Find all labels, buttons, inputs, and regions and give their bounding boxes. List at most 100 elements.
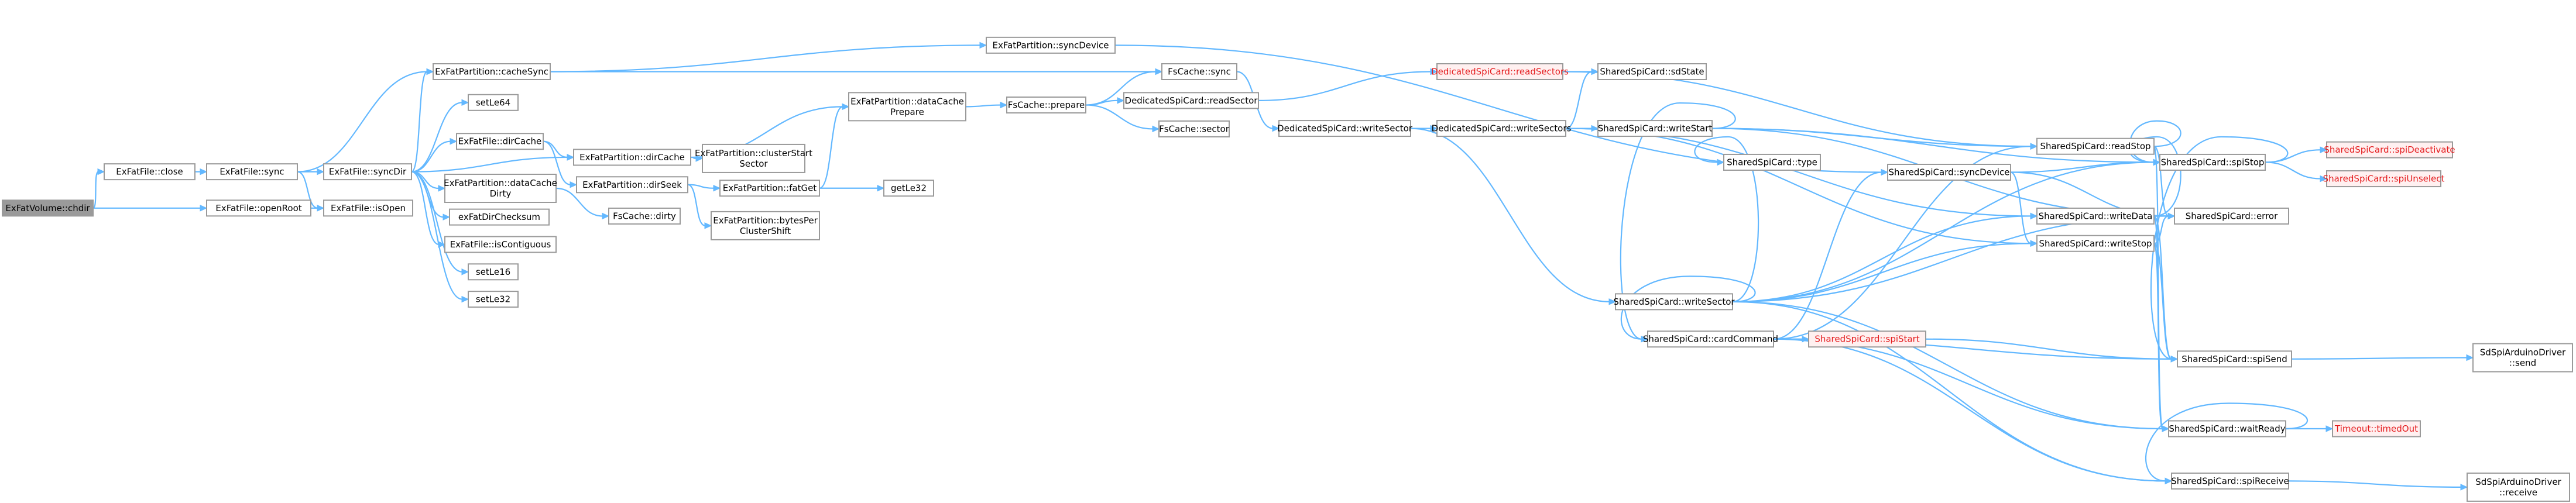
node-fscache-sector[interactable]: FsCache::sector [1158, 120, 1230, 137]
edge-n25-n28 [1258, 68, 1438, 101]
edge-line [965, 104, 1001, 108]
edge-arrowhead [2030, 212, 2038, 220]
node-sdspiarduinodriver-send[interactable]: SdSpiArduinoDriver::send [2472, 343, 2573, 373]
node-exfatpartition-cachesync[interactable]: ExFatPartition::cacheSync [433, 63, 551, 80]
node-exfatdirchecksum[interactable]: exFatDirChecksum [449, 208, 550, 226]
node-box [2177, 350, 2292, 368]
node-sharedspicard-spiunselect[interactable]: SharedSpiCard::spiUnselect [2323, 170, 2445, 188]
node-box [1006, 97, 1086, 114]
node-fscache-sync[interactable]: FsCache::sync [1161, 63, 1237, 80]
node-sharedspicard-spistart[interactable]: SharedSpiCard::spiStart [1808, 330, 1926, 348]
edge-n5-n13 [411, 171, 469, 303]
node-box [456, 133, 544, 150]
node-label: ExFatFile::syncDir [329, 167, 407, 177]
edge-n38-n43 [2153, 215, 2170, 432]
edge-n5-n6 [411, 68, 434, 173]
edge-arrowhead [438, 185, 446, 192]
node-exfatvolume-chdir[interactable]: ExFatVolume::chdir [2, 199, 94, 217]
edge-n35-n37 [1773, 143, 2038, 340]
node-sharedspicard-readstop[interactable]: SharedSpiCard::readStop [2036, 137, 2155, 155]
node-sharedspicard-waitready[interactable]: SharedSpiCard::waitReady [2168, 420, 2286, 437]
edge-line [1085, 104, 1154, 130]
edge-arrowhead [2162, 425, 2170, 432]
node-sharedspicard-cardcommand[interactable]: SharedSpiCard::cardCommand [1643, 330, 1778, 348]
edge-n32-n35 [1620, 275, 1756, 343]
node-fscache-dirty[interactable]: FsCache::dirty [608, 207, 681, 225]
node-label: SdSpiArduinoDriver [2480, 347, 2566, 358]
node-dedicatedspicard-readsectors[interactable]: DedicatedSpiCard::readSectors [1431, 63, 1569, 80]
node-exfatpartition-fatget[interactable]: ExFatPartition::fatGet [719, 180, 820, 197]
node-sharedspicard-writesector[interactable]: SharedSpiCard::writeSector [1613, 293, 1735, 311]
node-label: setLe64 [476, 97, 510, 108]
node-box [608, 207, 681, 225]
edge-arrowhead [1430, 68, 1438, 75]
node-sharedspicard-spideactivate[interactable]: SharedSpiCard::spiDeactivate [2324, 141, 2455, 159]
edge-arrowhead [317, 168, 325, 175]
node-exfatfile-close[interactable]: ExFatFile::close [104, 163, 195, 181]
edge-arrowhead [200, 205, 208, 212]
node-setle64[interactable]: setLe64 [468, 94, 519, 111]
edge-arrowhead [1117, 97, 1125, 104]
edge-n35-n43 [1773, 338, 2170, 432]
edge-arrowhead [1272, 125, 1280, 132]
node-exfatpartition-dircache[interactable]: ExFatPartition::dirCache [573, 149, 691, 166]
node-exfatfile-isopen[interactable]: ExFatFile::isOpen [323, 199, 413, 217]
node-exfatfile-dircache[interactable]: ExFatFile::dirCache [456, 133, 544, 150]
node-box [2332, 420, 2421, 437]
edge-line [92, 171, 100, 209]
edge-line [411, 171, 440, 246]
node-label: ::receive [2499, 487, 2537, 498]
edge-line [411, 71, 428, 173]
node-exfatfile-iscontiguous[interactable]: ExFatFile::isContiguous [444, 236, 557, 253]
node-timeout-timedout[interactable]: Timeout::timedOut [2332, 420, 2421, 437]
node-sharedspicard-writestop[interactable]: SharedSpiCard::writeStop [2036, 235, 2155, 252]
node-label: ExFatFile::openRoot [215, 203, 301, 213]
edge-n39-n43 [2153, 243, 2170, 432]
node-exfatpartition-syncdevice[interactable]: ExFatPartition::syncDevice [986, 36, 1116, 54]
node-sharedspicard-writestart[interactable]: SharedSpiCard::writeStart [1597, 120, 1713, 137]
node-exfatfile-sync[interactable]: ExFatFile::sync [206, 163, 298, 181]
edge-n32-n44 [1732, 301, 2173, 485]
node-exfatpartition-dirseek[interactable]: ExFatPartition::dirSeek [576, 176, 688, 194]
node-fscache-prepare[interactable]: FsCache::prepare [1006, 97, 1086, 114]
node-sharedspicard-type[interactable]: SharedSpiCard::type [1723, 153, 1821, 171]
edge-line [1925, 338, 2172, 360]
node-label: FsCache::sync [1168, 66, 1231, 77]
edge-line [1773, 146, 2032, 340]
node-sharedspicard-spisend[interactable]: SharedSpiCard::spiSend [2177, 350, 2292, 368]
node-sharedspicard-sdstate[interactable]: SharedSpiCard::sdState [1597, 63, 1707, 80]
node-exfatfile-syncdir[interactable]: ExFatFile::syncDir [323, 163, 412, 181]
node-sharedspicard-syncdevice[interactable]: SharedSpiCard::syncDevice [1887, 163, 2011, 181]
edge-line [2010, 171, 2032, 244]
node-box [2472, 343, 2573, 373]
edge-n5-n14 [411, 154, 575, 173]
edge-arrowhead [461, 99, 469, 106]
edge-line [1732, 215, 2032, 302]
node-box [433, 63, 551, 80]
node-getle32[interactable]: getLe32 [883, 180, 934, 197]
node-sdspiarduinodriver-receive[interactable]: SdSpiArduinoDriver::receive [2467, 472, 2570, 502]
edge-arrowhead [602, 212, 610, 220]
edge-n40-n42 [2150, 136, 2289, 363]
edge-line [687, 184, 706, 226]
edge-arrowhead [2320, 175, 2328, 182]
node-dedicatedspicard-readsector[interactable]: DedicatedSpiCard::readSector [1123, 92, 1259, 109]
node-sharedspicard-spireceive[interactable]: SharedSpiCard::spiReceive [2171, 472, 2289, 490]
node-sharedspicard-spistop[interactable]: SharedSpiCard::spiStop [2159, 153, 2266, 171]
node-setle16[interactable]: setLe16 [468, 263, 519, 281]
node-label: SharedSpiCard::writeSector [1613, 297, 1735, 307]
node-sharedspicard-error[interactable]: SharedSpiCard::error [2174, 207, 2289, 225]
node-exfatfile-openroot[interactable]: ExFatFile::openRoot [206, 199, 311, 217]
node-sharedspicard-writedata[interactable]: SharedSpiCard::writeData [2036, 207, 2155, 225]
node-label: ExFatPartition::dirSeek [582, 180, 682, 190]
node-dedicatedspicard-writesector[interactable]: DedicatedSpiCard::writeSector [1277, 120, 1413, 137]
node-box [1723, 153, 1821, 171]
node-label: ExFatFile::sync [219, 167, 284, 177]
node-label: SharedSpiCard::writeStart [1598, 123, 1713, 134]
node-setle32[interactable]: setLe32 [468, 291, 519, 308]
node-dedicatedspicard-writesectors[interactable]: DedicatedSpiCard::writeSectors [1432, 120, 1572, 137]
